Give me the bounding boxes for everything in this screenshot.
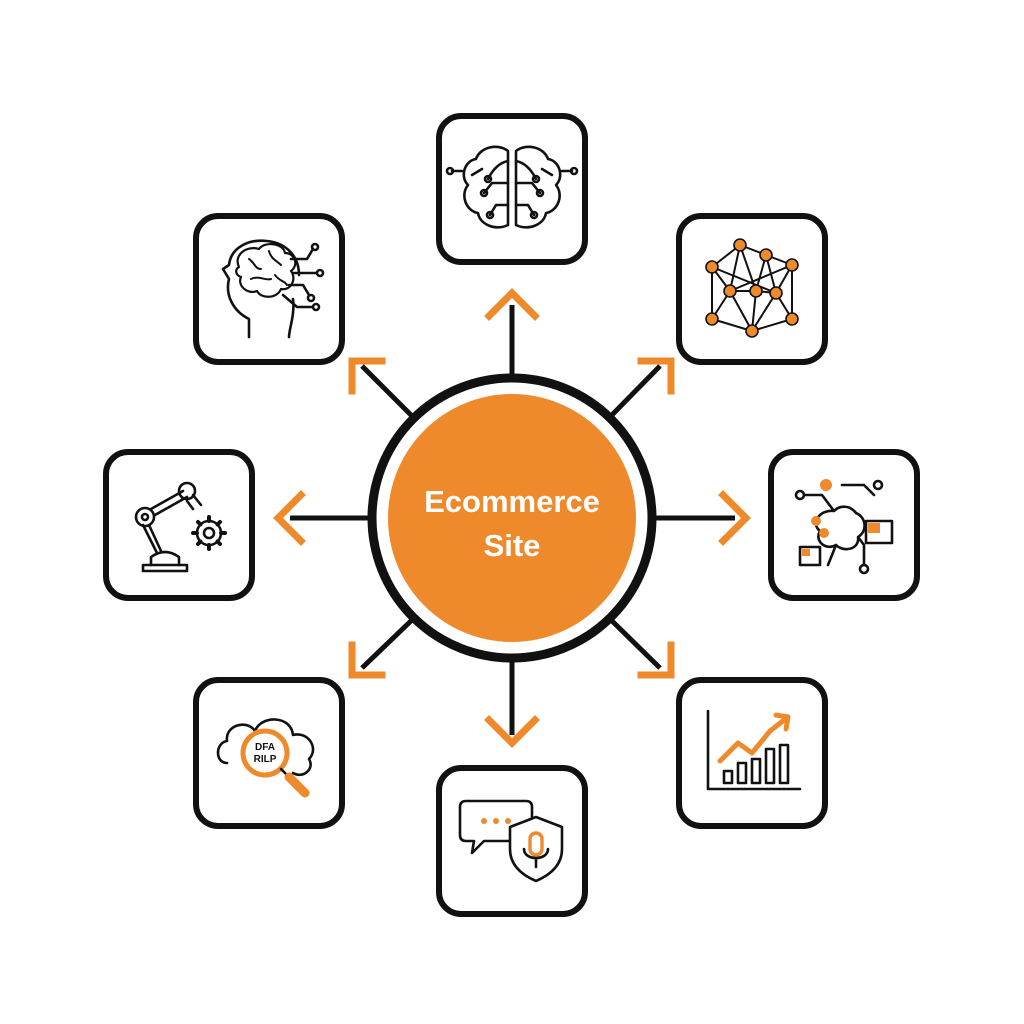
node-box-top-left	[193, 213, 345, 365]
arrowhead-top-right	[637, 357, 675, 395]
workflow-nodes-icon	[794, 479, 894, 575]
robot-arm-gear-icon	[134, 481, 227, 573]
arrowhead-bottom	[484, 715, 540, 748]
arrowhead-bottom-left	[348, 641, 386, 679]
hub-title-line1: Ecommerce	[424, 484, 600, 519]
arrowhead-top	[484, 288, 540, 321]
node-box-top	[436, 113, 588, 265]
arrowheads	[273, 288, 751, 748]
brain-circuit-icon	[445, 145, 579, 229]
data-search-text-line2: RILP	[254, 754, 277, 765]
spoke-bottom-left	[360, 616, 416, 670]
head-ai-brain-icon	[221, 239, 325, 339]
hub-title-line2: Site	[484, 528, 541, 563]
node-box-left	[103, 449, 255, 601]
hub-disc	[388, 394, 636, 642]
hub: Ecommerce Site	[367, 373, 657, 663]
data-search-cloud-icon: DFA RILP	[216, 718, 315, 798]
arrowhead-right	[718, 490, 751, 546]
spokes	[290, 305, 735, 735]
spoke-bottom-right	[607, 616, 662, 670]
arrowhead-left	[273, 490, 306, 546]
node-box-right	[768, 449, 920, 601]
arrowhead-top-left	[348, 357, 386, 395]
spoke-top-left	[360, 364, 416, 420]
spoke-top-right	[607, 364, 662, 420]
data-search-text-line1: DFA	[255, 742, 275, 753]
growth-chart-icon	[706, 709, 802, 791]
chat-voice-security-icon	[458, 799, 564, 883]
neural-network-icon	[705, 238, 799, 338]
arrowhead-bottom-right	[637, 641, 675, 679]
